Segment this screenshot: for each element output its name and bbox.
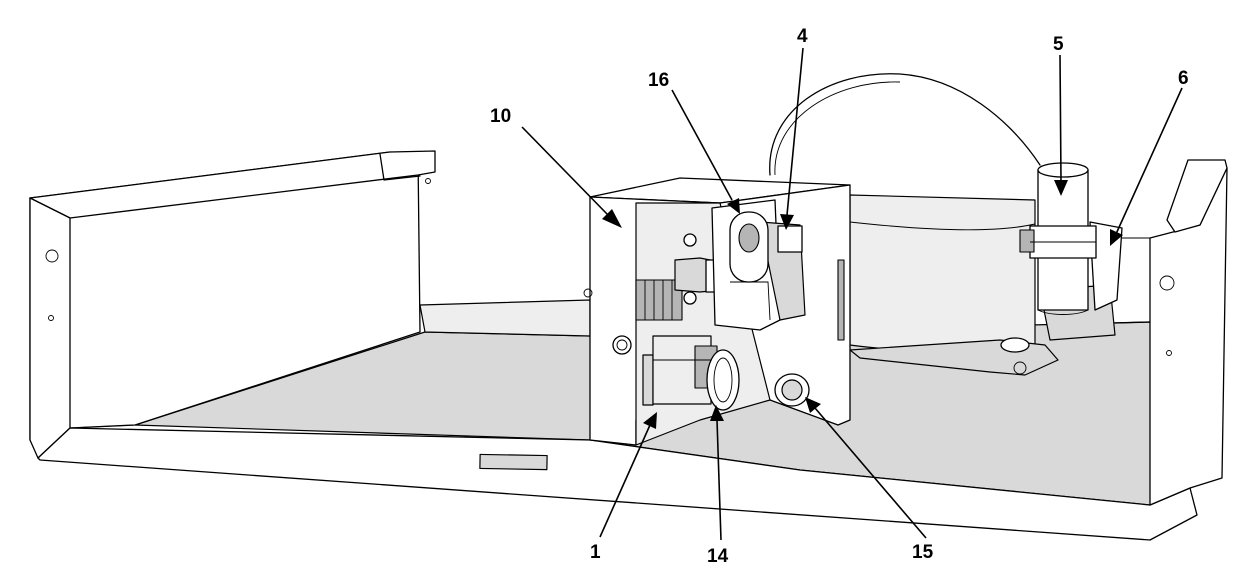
front-slot [479,453,548,471]
chassis-tray [29,150,1228,541]
callout-10: 10 [490,106,511,127]
callout-5: 5 [1053,34,1064,55]
mount-hole-right-large [1159,275,1175,291]
callout-4: 4 [797,26,808,47]
callout-labels: 10 16 4 5 6 1 14 15 [490,26,1189,567]
tray-rear-wall [419,299,591,337]
arm-pin [1013,361,1027,375]
tray-left-end-wall [29,197,71,459]
callout-14: 14 [707,546,729,567]
socket-15 [774,373,810,407]
panel-knob [612,335,632,355]
callout-6: 6 [1178,68,1189,89]
bolt-upper [683,233,697,247]
callout-1: 1 [590,542,601,563]
callout-16: 16 [648,70,669,91]
callout-leaders [521,47,1183,541]
grommet-ring-14 [706,349,740,411]
cylinder-part-5 [1019,162,1097,315]
arm-pivot [1000,337,1030,353]
bolt-lower [683,291,697,305]
mount-hole-flange [425,178,431,184]
panel-slot [837,259,845,341]
mount-hole-right-small [1166,350,1172,356]
rear-assembly [769,73,1123,376]
mount-hole-left-small [48,315,54,321]
mount-hole-left-large [45,249,59,263]
internal-components [635,199,810,411]
terminal-block [635,279,683,321]
tray-right-flange [1166,159,1228,233]
cable [769,73,1041,176]
callout-15: 15 [912,542,934,563]
drum [849,194,1036,351]
latch-part-4 [777,225,803,253]
valve-housing [711,199,806,331]
connector-strip [642,354,654,406]
